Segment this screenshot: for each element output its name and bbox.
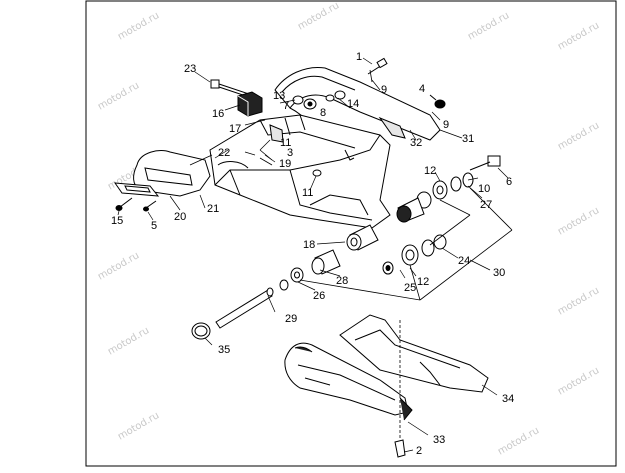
bushing-set-lower bbox=[382, 234, 447, 275]
callout-12a: 12 bbox=[424, 165, 436, 177]
callout-12b: 12 bbox=[417, 276, 429, 288]
callout-11b: 11 bbox=[302, 187, 313, 199]
callout-32: 32 bbox=[410, 137, 422, 149]
callout-3: 3 bbox=[287, 147, 293, 159]
assembly-lines bbox=[189, 69, 513, 440]
callout-5: 5 bbox=[151, 220, 157, 232]
callout-23: 23 bbox=[184, 63, 196, 75]
pivot-bushings bbox=[279, 224, 379, 291]
screw-icon bbox=[429, 94, 446, 109]
callout-19: 19 bbox=[279, 158, 291, 170]
callout-7: 7 bbox=[283, 100, 289, 112]
callout-28: 28 bbox=[336, 275, 348, 287]
screw-icon bbox=[394, 439, 406, 458]
leader-lines bbox=[117, 57, 509, 453]
callout-18: 18 bbox=[303, 239, 315, 251]
end-cap bbox=[191, 322, 211, 340]
callout-24: 24 bbox=[458, 255, 470, 267]
parts-drawing bbox=[113, 57, 513, 458]
callout-labels: 1 9 23 13 7 14 8 4 9 16 17 31 32 11 3 22… bbox=[111, 51, 514, 457]
callout-6: 6 bbox=[506, 176, 512, 188]
callout-20: 20 bbox=[174, 211, 186, 223]
callout-9b: 9 bbox=[443, 119, 449, 131]
screw-icon bbox=[115, 197, 133, 211]
callout-16: 16 bbox=[212, 108, 224, 120]
chain-case-lower bbox=[284, 314, 489, 421]
callout-35: 35 bbox=[218, 344, 230, 356]
screw-icon bbox=[143, 200, 157, 212]
callout-8: 8 bbox=[320, 107, 326, 119]
callout-14: 14 bbox=[347, 98, 359, 110]
callout-33: 33 bbox=[433, 434, 445, 446]
rubber-block bbox=[237, 91, 263, 117]
callout-4: 4 bbox=[419, 83, 425, 95]
callout-1: 1 bbox=[356, 51, 362, 63]
axle-adjuster-plate bbox=[113, 150, 211, 197]
callout-29: 29 bbox=[285, 313, 297, 325]
callout-26: 26 bbox=[313, 290, 325, 302]
callout-9a: 9 bbox=[381, 84, 387, 96]
callout-21: 21 bbox=[207, 203, 219, 215]
spacer-set bbox=[292, 90, 346, 110]
callout-13: 13 bbox=[273, 90, 285, 102]
callout-25: 25 bbox=[404, 282, 416, 294]
callout-34: 34 bbox=[502, 393, 514, 405]
pivot-shaft bbox=[215, 287, 274, 329]
callout-22: 22 bbox=[218, 147, 230, 159]
callout-31: 31 bbox=[462, 133, 474, 145]
callout-11a: 11 bbox=[280, 137, 291, 149]
callout-27: 27 bbox=[480, 199, 492, 211]
callout-17: 17 bbox=[229, 123, 241, 135]
callout-15: 15 bbox=[111, 215, 123, 227]
bolt-icon bbox=[469, 155, 501, 171]
callout-2: 2 bbox=[416, 445, 422, 457]
callout-30: 30 bbox=[493, 267, 505, 279]
swingarm-body bbox=[209, 114, 391, 229]
callout-10: 10 bbox=[478, 183, 490, 195]
